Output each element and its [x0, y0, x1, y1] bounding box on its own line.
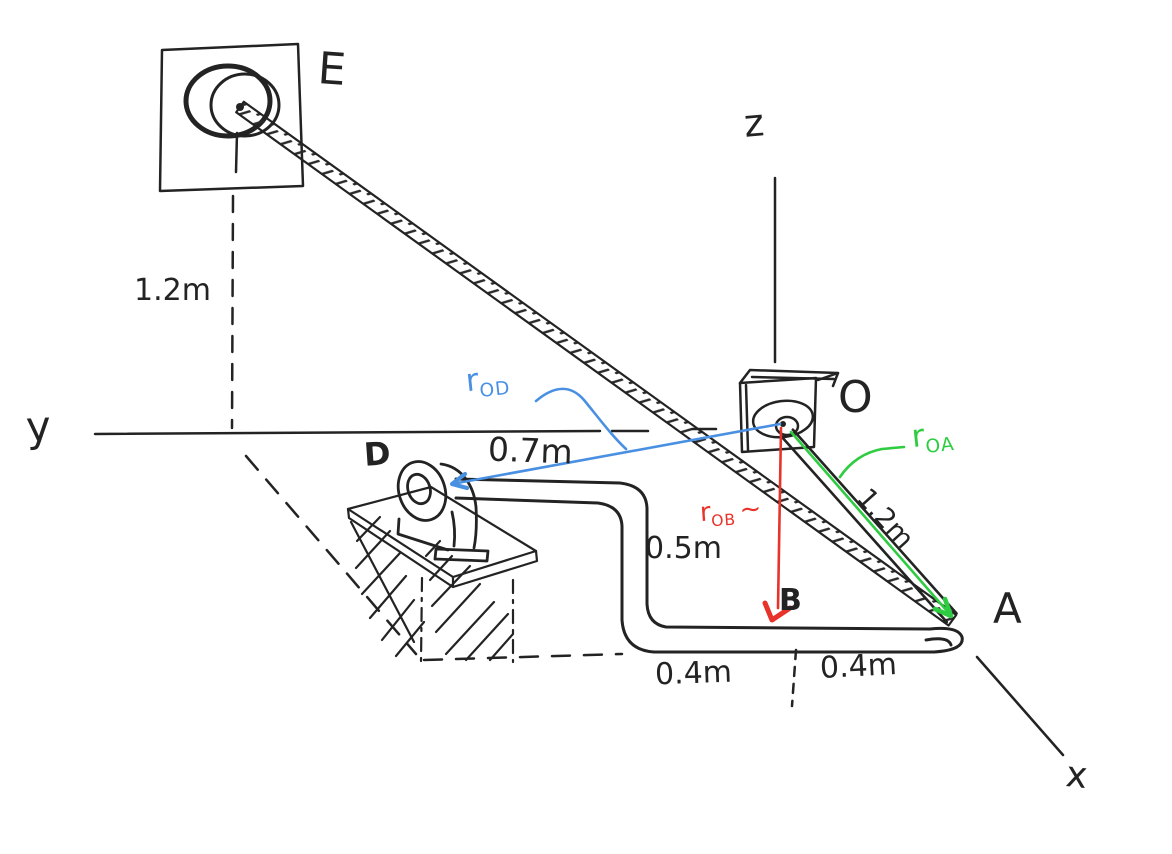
r-od-subscript: OD — [478, 377, 512, 402]
diagonal-dashed-line — [244, 454, 418, 656]
axis-label-y: y — [24, 401, 53, 452]
bent-pipe — [454, 477, 936, 654]
pole-o-a — [780, 428, 958, 624]
axis-label-x: x — [1063, 754, 1090, 798]
point-label-a: A — [993, 584, 1022, 633]
dim-right-run: 0.4m — [819, 647, 898, 686]
vector-r-oa — [789, 430, 954, 619]
r-oa-subscript: OA — [924, 433, 956, 458]
point-label-o: O — [838, 372, 873, 423]
r-ob-tilde: ~ — [738, 493, 763, 526]
r-ob-subscript: OB — [710, 510, 737, 531]
x-axis-line — [975, 655, 1065, 757]
pulley-bracket-o — [738, 368, 840, 454]
dim-od-span: 0.7m — [487, 429, 574, 472]
pulley-bracket-e — [158, 42, 305, 193]
point-label-e: E — [316, 43, 348, 96]
cable-e-a — [235, 100, 958, 627]
b-divider-dashed-line — [790, 648, 798, 708]
bottom-dashed-line — [422, 652, 624, 662]
axis-label-z: z — [742, 100, 766, 146]
dim-drop: 0.5m — [645, 531, 722, 566]
eye-bracket-d — [396, 460, 490, 563]
point-label-b: B — [779, 583, 802, 618]
e-height-dashed-line — [230, 194, 235, 430]
vector-label-r-ob: rOB~ — [699, 493, 763, 531]
y-axis-line — [93, 427, 718, 436]
vector-label-r-oa: rOA — [910, 418, 956, 459]
ink-sketch — [93, 42, 1065, 757]
point-label-d: D — [362, 434, 392, 474]
vector-label-r-od: rOD — [464, 362, 512, 403]
dim-left-run: 0.4m — [654, 654, 733, 693]
vector-r-od — [449, 387, 782, 491]
vector-r-ob — [762, 426, 793, 623]
dim-e-height: 1.2m — [134, 273, 211, 308]
pipe-end-cap-a — [924, 626, 964, 654]
concrete-block — [346, 485, 539, 664]
